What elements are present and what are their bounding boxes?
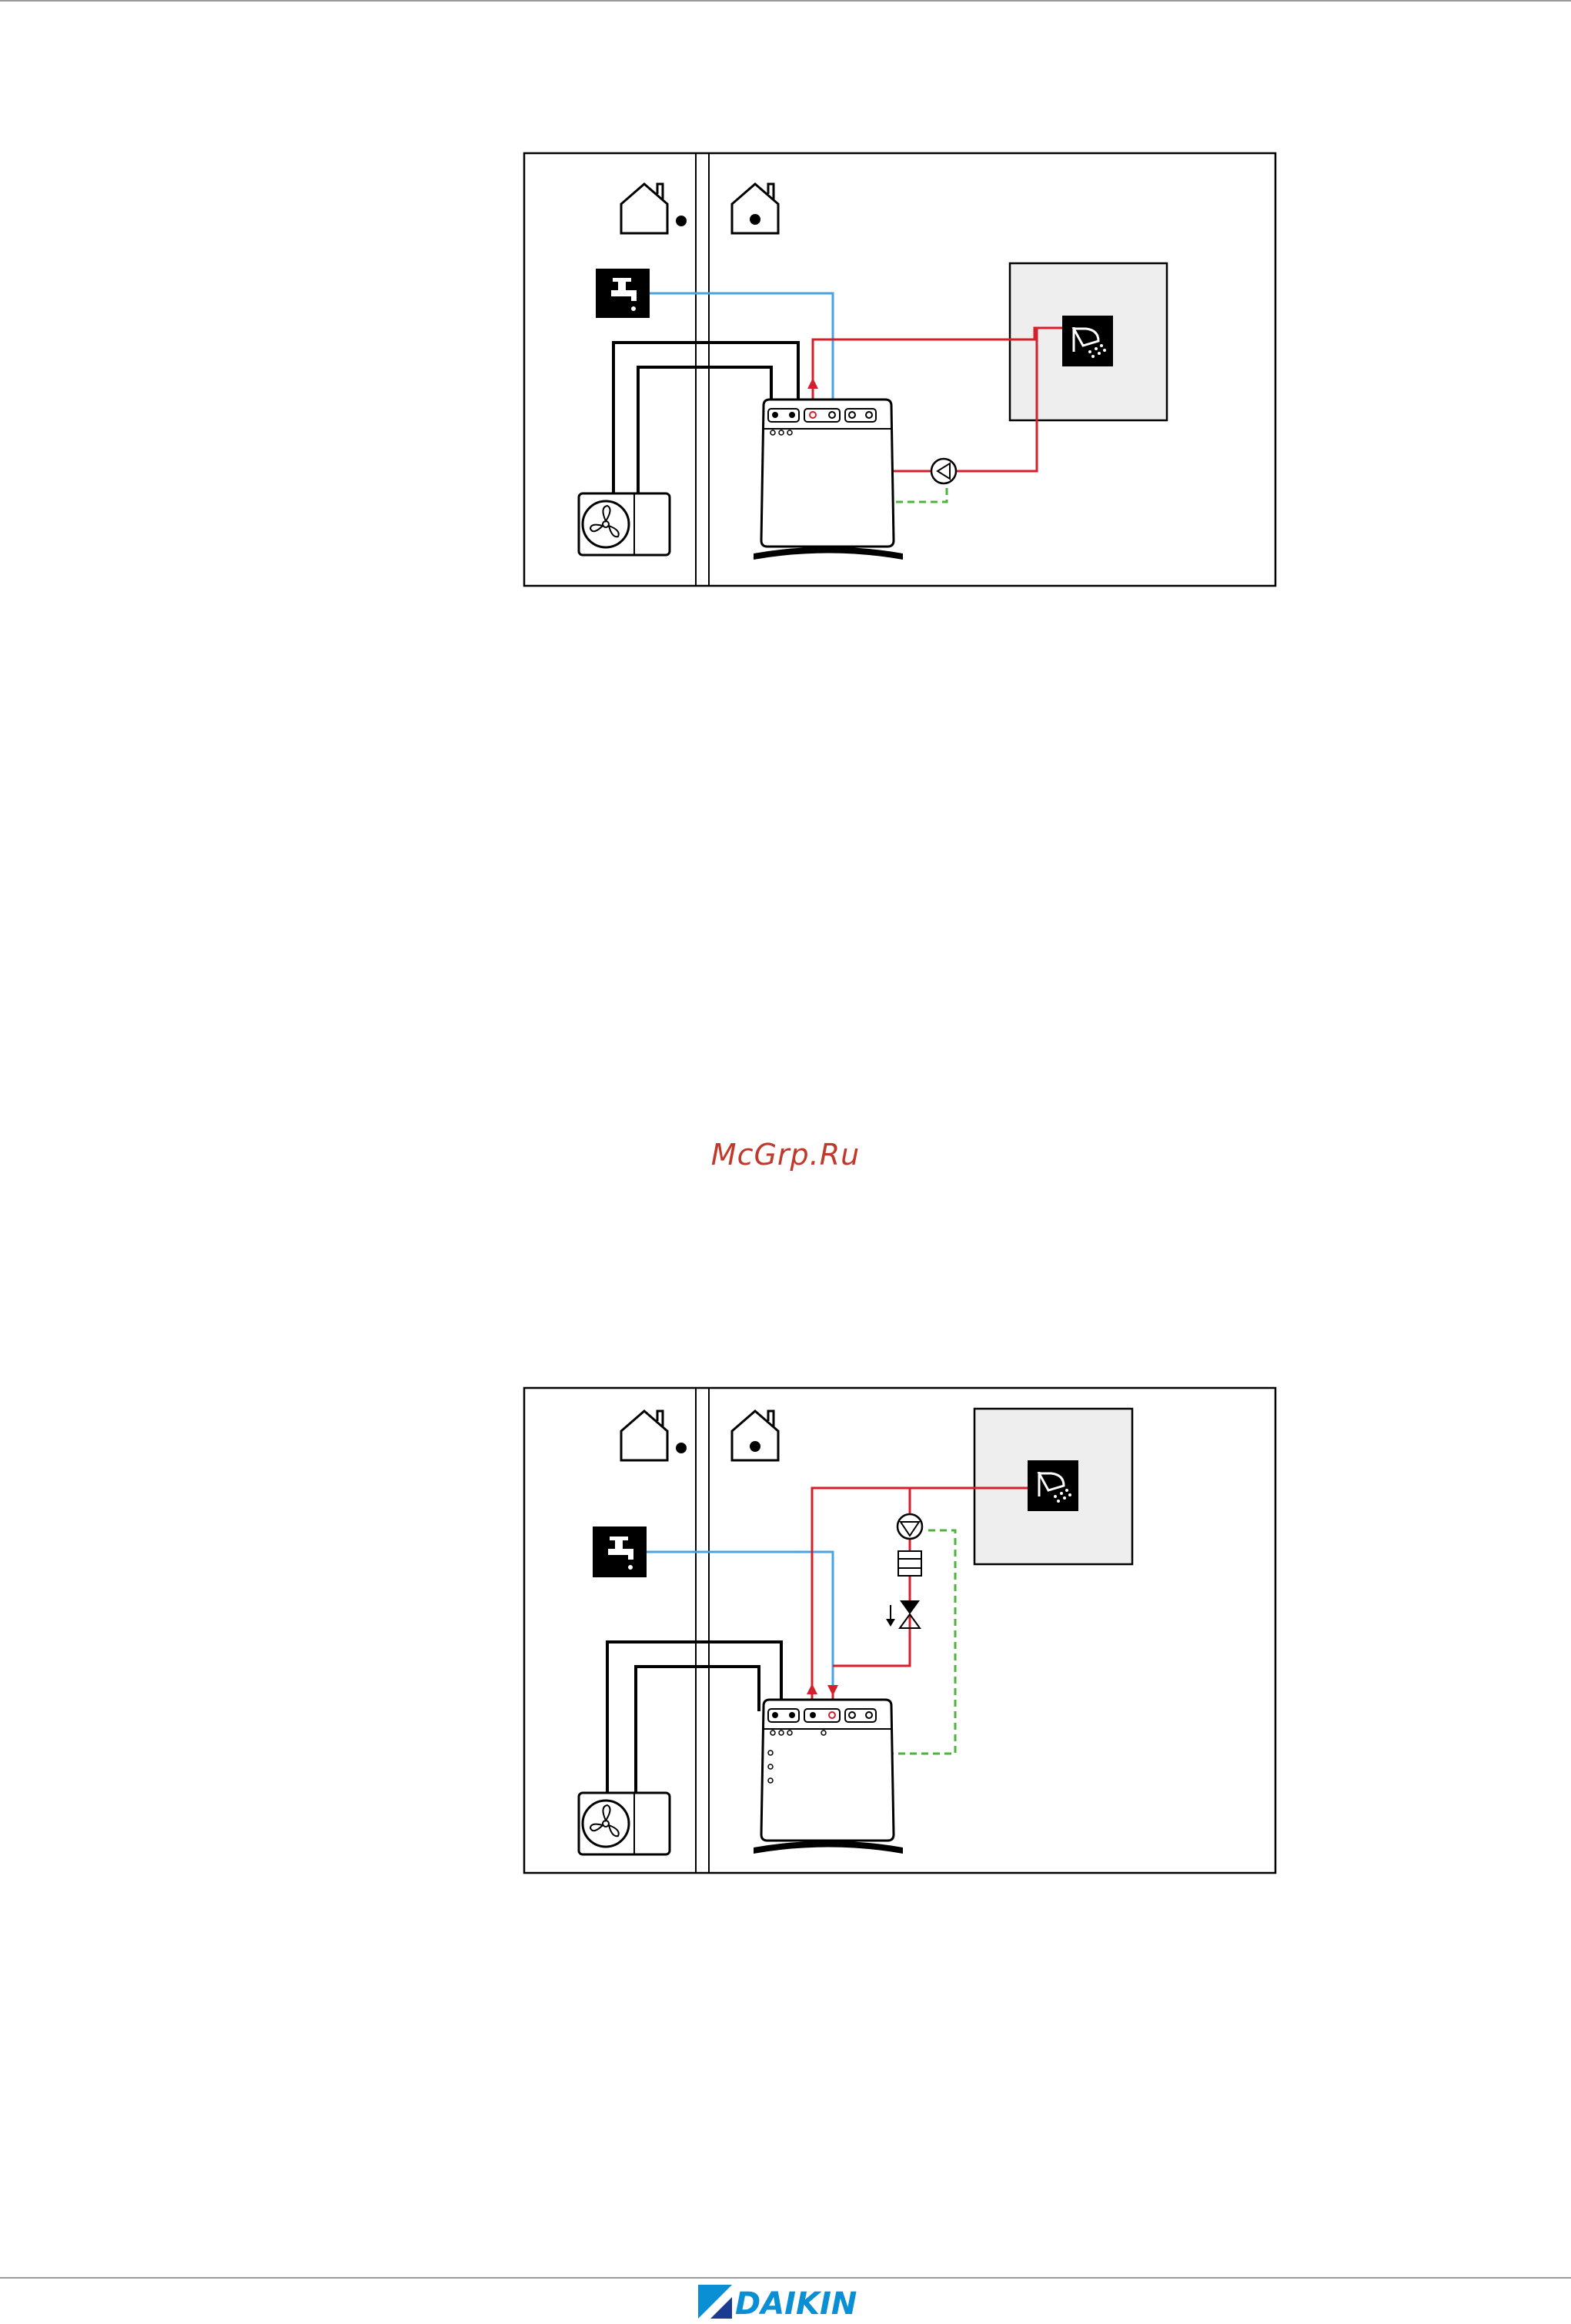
cold-water-line bbox=[650, 293, 833, 412]
hot-water-supply-arrow bbox=[807, 378, 818, 389]
watermark-text: McGrp.Ru bbox=[0, 1138, 1571, 1172]
hot-water-return-arrow bbox=[827, 1685, 838, 1696]
indoor-unit-tank-icon bbox=[754, 400, 903, 560]
top-rule bbox=[0, 0, 1571, 2]
hot-water-supply-arrow bbox=[807, 1684, 817, 1694]
check-valve-icon bbox=[886, 1600, 920, 1628]
heat-pump-outdoor-unit-icon bbox=[579, 493, 670, 555]
daikin-logo: DAIKIN bbox=[697, 2279, 874, 2323]
heat-pump-outdoor-unit-icon bbox=[579, 1793, 670, 1854]
shower-icon bbox=[1062, 316, 1113, 366]
indoor-unit-tank-icon bbox=[754, 1700, 903, 1854]
filter-icon bbox=[898, 1551, 921, 1576]
outdoor-house-icon bbox=[621, 1411, 687, 1460]
outdoor-house-icon bbox=[621, 184, 687, 233]
refrigerant-line-inner bbox=[638, 367, 771, 497]
indoor-house-icon bbox=[732, 1411, 778, 1460]
indoor-house-icon bbox=[732, 184, 778, 233]
circulation-pump-icon bbox=[931, 459, 956, 483]
diagram-1 bbox=[523, 152, 1278, 589]
circulation-pump-icon bbox=[897, 1514, 922, 1539]
shower-icon bbox=[1028, 1460, 1078, 1511]
brand-text: DAIKIN bbox=[735, 2286, 857, 2322]
diagram-2 bbox=[523, 1386, 1278, 1876]
tap-icon bbox=[593, 1526, 647, 1577]
tap-icon bbox=[596, 269, 650, 318]
